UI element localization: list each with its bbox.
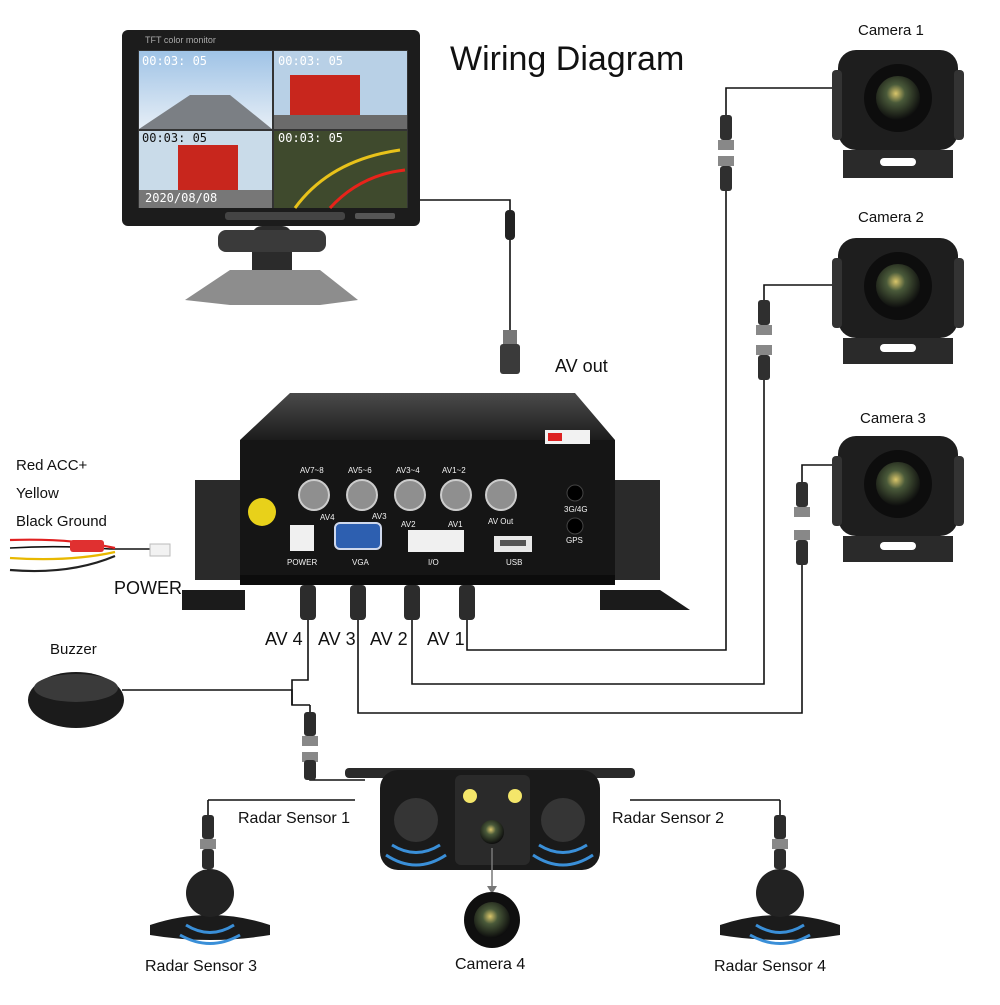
camera-4-lens — [464, 892, 520, 948]
wire-black-label: Black Ground — [16, 513, 107, 530]
av2-input-label: AV 2 — [370, 629, 408, 649]
camera-2-device — [832, 238, 964, 364]
camera-3-label: Camera 3 — [860, 410, 926, 427]
radar-sensor-2-label: Radar Sensor 2 — [612, 810, 725, 827]
power-label: POWER — [114, 578, 183, 598]
dvr-label-io: I/O — [428, 558, 439, 567]
power-cable — [9, 538, 171, 573]
camera-3-device — [832, 436, 964, 562]
av-input-connectors — [300, 585, 475, 620]
dvr-sub-label-av3: AV3 — [372, 512, 387, 521]
radar-trunk-connector — [302, 712, 318, 780]
radar-sensor-4-label: Radar Sensor 4 — [714, 958, 827, 975]
av4-input-label: AV 4 — [265, 629, 303, 649]
dvr-sub-label-av4: AV4 — [320, 513, 335, 522]
dvr-port-label-av-out: AV Out — [488, 517, 514, 526]
av1-input-label: AV 1 — [427, 629, 465, 649]
buzzer-label: Buzzer — [50, 641, 97, 658]
dvr-port-label-av1-2: AV1~2 — [442, 466, 466, 475]
wire-camera-3 — [357, 464, 838, 714]
dvr-sub-label-av1: AV1 — [448, 520, 463, 529]
dvr-label-power: POWER — [287, 558, 317, 567]
dvr-port-label-av3-4: AV3~4 — [396, 466, 420, 475]
wire-buzzer — [122, 689, 310, 706]
camera-2-label: Camera 2 — [858, 209, 924, 226]
wire-av4 — [291, 620, 309, 705]
radar-side-connectors — [200, 815, 788, 869]
buzzer-device — [28, 672, 124, 728]
av-out-label: AV out — [555, 356, 608, 376]
camera-4-label: Camera 4 — [455, 956, 526, 973]
dvr-unit: AV7~8 AV5~6 AV3~4 AV1~2 AV Out AV4 AV3 A… — [182, 393, 690, 610]
diagram-title: Wiring Diagram — [450, 40, 685, 78]
camera-connectors — [718, 115, 810, 565]
dvr-av-ports — [298, 479, 517, 511]
dvr-label-gps: GPS — [566, 536, 583, 545]
dvr-label-vga: VGA — [352, 558, 370, 567]
monitor-timestamp-1: 00:03: 05 — [142, 54, 207, 68]
dvr-label-usb: USB — [506, 558, 522, 567]
av-out-connector — [500, 210, 520, 374]
wire-camera-1 — [466, 87, 838, 651]
monitor-timestamp-2: 00:03: 05 — [278, 54, 343, 68]
dvr-sub-label-av2: AV2 — [401, 520, 416, 529]
dvr-port-label-av7-8: AV7~8 — [300, 466, 324, 475]
rear-sensor-bar — [345, 768, 635, 894]
wire-power — [9, 545, 170, 550]
radar-sensor-4-device — [720, 869, 840, 945]
monitor-timestamp-3: 00:03: 05 — [142, 131, 207, 145]
dvr-label-3g4g: 3G/4G — [564, 505, 588, 514]
monitor-timestamp-4: 00:03: 05 — [278, 131, 343, 145]
camera-1-device — [832, 50, 964, 178]
wire-red-label: Red ACC+ — [16, 457, 88, 474]
radar-sensor-3-device — [150, 869, 270, 945]
dvr-port-label-av5-6: AV5~6 — [348, 466, 372, 475]
monitor-date: 2020/08/08 — [145, 191, 217, 205]
av3-input-label: AV 3 — [318, 629, 356, 649]
monitor: TFT color monitor 00:03: 05 00:03: 05 00… — [122, 30, 420, 305]
radar-sensor-3-label: Radar Sensor 3 — [145, 958, 258, 975]
wire-yellow-label: Yellow — [16, 485, 59, 502]
monitor-brand: TFT color monitor — [145, 35, 216, 45]
radar-sensor-1-label: Radar Sensor 1 — [238, 810, 351, 827]
camera-1-label: Camera 1 — [858, 22, 924, 39]
